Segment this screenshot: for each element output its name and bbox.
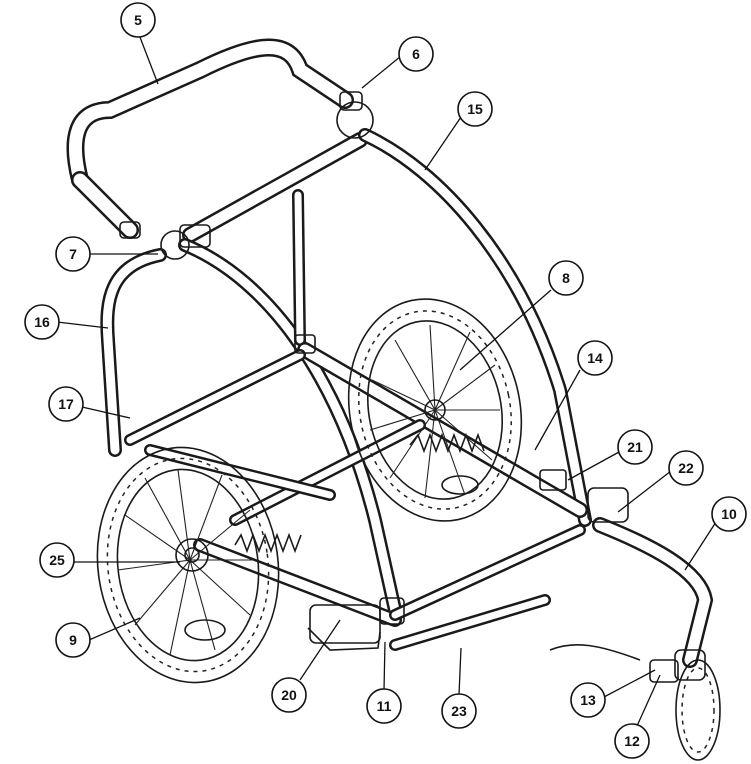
callout-22-label: 22 bbox=[678, 460, 694, 476]
callout-16: 16 bbox=[24, 304, 60, 340]
callout-17: 17 bbox=[48, 386, 84, 422]
callout-15-label: 15 bbox=[467, 101, 483, 117]
callout-13: 13 bbox=[570, 682, 606, 718]
callout-11-label: 11 bbox=[377, 698, 392, 714]
leader-lines bbox=[56, 31, 717, 727]
callout-14: 14 bbox=[577, 340, 613, 376]
callout-23: 23 bbox=[441, 693, 477, 729]
callout-14-label: 14 bbox=[587, 350, 603, 366]
callout-12-label: 12 bbox=[624, 733, 640, 749]
callout-17-label: 17 bbox=[58, 396, 74, 412]
callout-21: 21 bbox=[617, 429, 653, 465]
callout-8: 8 bbox=[548, 260, 584, 296]
callout-21-label: 21 bbox=[627, 439, 643, 455]
callout-6-label: 6 bbox=[412, 46, 420, 62]
callout-20: 20 bbox=[271, 677, 307, 713]
callout-9: 9 bbox=[55, 622, 91, 658]
callout-10-label: 10 bbox=[721, 506, 737, 522]
callout-13-label: 13 bbox=[580, 692, 596, 708]
callout-5-label: 5 bbox=[134, 12, 142, 28]
frame bbox=[66, 38, 714, 668]
callout-25-label: 25 bbox=[49, 552, 65, 568]
callout-10: 10 bbox=[711, 496, 747, 532]
suspension-springs bbox=[234, 432, 485, 554]
front-jogging-wheel bbox=[549, 644, 721, 761]
callout-16-label: 16 bbox=[34, 314, 50, 330]
callout-7-label: 7 bbox=[69, 246, 77, 262]
callout-9-label: 9 bbox=[69, 632, 77, 648]
callout-20-label: 20 bbox=[281, 687, 297, 703]
callout-8-label: 8 bbox=[562, 270, 570, 286]
wheel-left bbox=[96, 446, 280, 684]
callout-25: 25 bbox=[39, 542, 75, 578]
callout-15: 15 bbox=[457, 91, 493, 127]
hinge-details bbox=[119, 91, 629, 651]
callout-23-label: 23 bbox=[451, 703, 467, 719]
wheel-right bbox=[347, 298, 523, 522]
callout-6: 6 bbox=[398, 36, 434, 72]
callout-12: 12 bbox=[614, 723, 650, 759]
callout-22: 22 bbox=[668, 450, 704, 486]
callout-11: 11 bbox=[366, 688, 402, 724]
callout-5: 5 bbox=[120, 2, 156, 38]
callout-7: 7 bbox=[55, 236, 91, 272]
